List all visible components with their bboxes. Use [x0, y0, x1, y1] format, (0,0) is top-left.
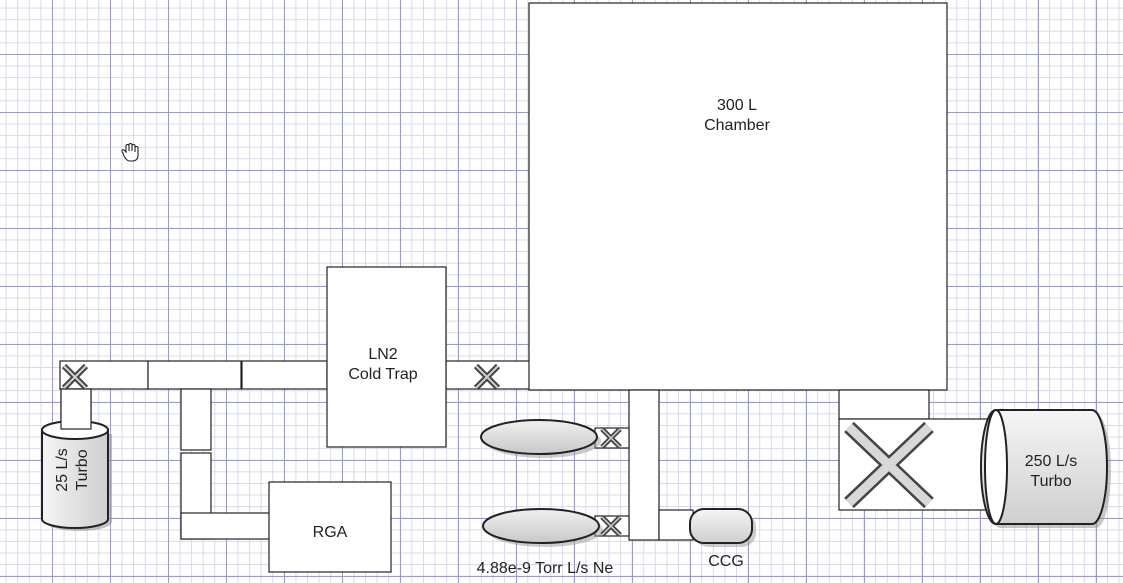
leak-manifold-pipes: [594, 389, 694, 541]
ln2-cold-trap: LN2 Cold Trap: [326, 266, 447, 448]
pipe-segment: [180, 512, 271, 540]
valve-x-icon[interactable]: [844, 421, 934, 509]
small-turbo-label-1: 25 L/s: [54, 448, 71, 492]
pipe-segment: [241, 360, 328, 390]
leak-source-upper: [480, 419, 601, 458]
chamber-label-2: Chamber: [704, 117, 770, 134]
large-turbo-label-1: 250 L/s: [1025, 453, 1077, 470]
chamber-label-1: 300 L: [717, 97, 757, 114]
pipe-segment: [628, 389, 660, 541]
pipe-segment: [60, 388, 92, 430]
small-turbo-label-2: Turbo: [74, 449, 91, 490]
small-turbo-pump: 25 L/s Turbo: [41, 420, 112, 531]
pipe-segment: [180, 388, 212, 451]
cold-trap-label-1: LN2: [368, 346, 397, 363]
ccg-gauge: CCG: [689, 508, 756, 570]
cold-trap-label-2: Cold Trap: [348, 366, 417, 383]
valve-x-icon[interactable]: [600, 427, 622, 449]
ccg-label: CCG: [708, 553, 744, 570]
valve-x-icon[interactable]: [61, 363, 89, 391]
pipe-segment: [658, 509, 694, 541]
pipe-segment: [838, 389, 930, 420]
rga-box: RGA: [268, 481, 392, 573]
left-manifold-pipes: [59, 360, 531, 540]
large-turbo-label-2: Turbo: [1030, 473, 1071, 490]
valve-x-icon[interactable]: [473, 363, 501, 391]
pipe-segment: [147, 360, 242, 390]
hand-cursor-icon: [121, 142, 139, 162]
valve-x-icon[interactable]: [600, 515, 622, 537]
large-turbo-pump: 250 L/s Turbo: [980, 409, 1111, 528]
leak-rate-label: 4.88e-9 Torr L/s Ne: [477, 560, 614, 577]
rga-label: RGA: [313, 524, 348, 541]
leak-source-lower: [482, 508, 603, 547]
main-chamber: 300 L Chamber: [528, 2, 948, 391]
